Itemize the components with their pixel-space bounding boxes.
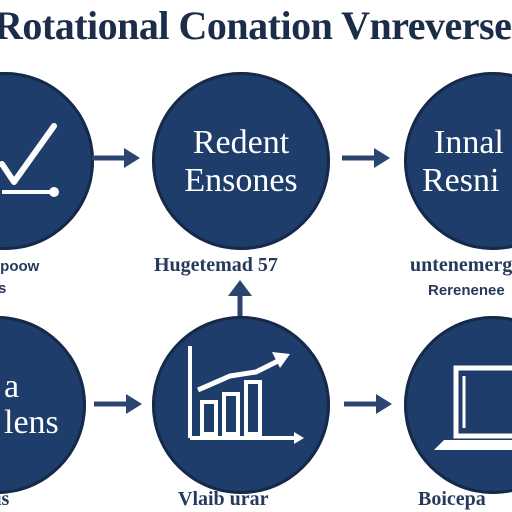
node-label-line: a: [4, 368, 20, 405]
node-caption: untenemergy: [410, 254, 512, 276]
node-caption: ipoow: [0, 258, 40, 275]
diagram-title: Rotational Conation Vnreverse: [0, 3, 512, 48]
node-top-left: [0, 72, 94, 250]
laptop-icon: [434, 365, 512, 450]
node-label-line: Innal: [434, 124, 504, 161]
arrow-right-icon: [344, 394, 392, 414]
node-caption: s: [0, 280, 7, 297]
arrow-right-icon: [92, 148, 140, 168]
node-caption: Rerenenee: [428, 282, 505, 299]
node-label-line: Ensones: [184, 162, 298, 199]
node-caption: is: [0, 488, 10, 510]
node-caption: Vlaib urar: [178, 488, 269, 510]
node-label-line: Resni: [422, 162, 500, 199]
node-top-right: Innal Resni: [404, 72, 512, 250]
node-bottom-right: [404, 316, 512, 494]
bar-chart-growth-icon: [188, 346, 304, 444]
node-bottom-middle: [152, 316, 330, 494]
arrow-up-icon: [228, 280, 252, 316]
node-top-middle: Redent Ensones: [152, 72, 330, 250]
node-label-line: lens: [4, 404, 59, 441]
trend-line-icon: [0, 123, 59, 197]
arrow-right-icon: [94, 394, 142, 414]
node-label-line: Redent: [192, 124, 290, 161]
node-bottom-left: a lens: [0, 316, 86, 494]
node-caption: Hugetemad 57: [154, 254, 278, 276]
arrow-right-icon: [342, 148, 390, 168]
node-caption: Boicepa: [418, 488, 486, 510]
